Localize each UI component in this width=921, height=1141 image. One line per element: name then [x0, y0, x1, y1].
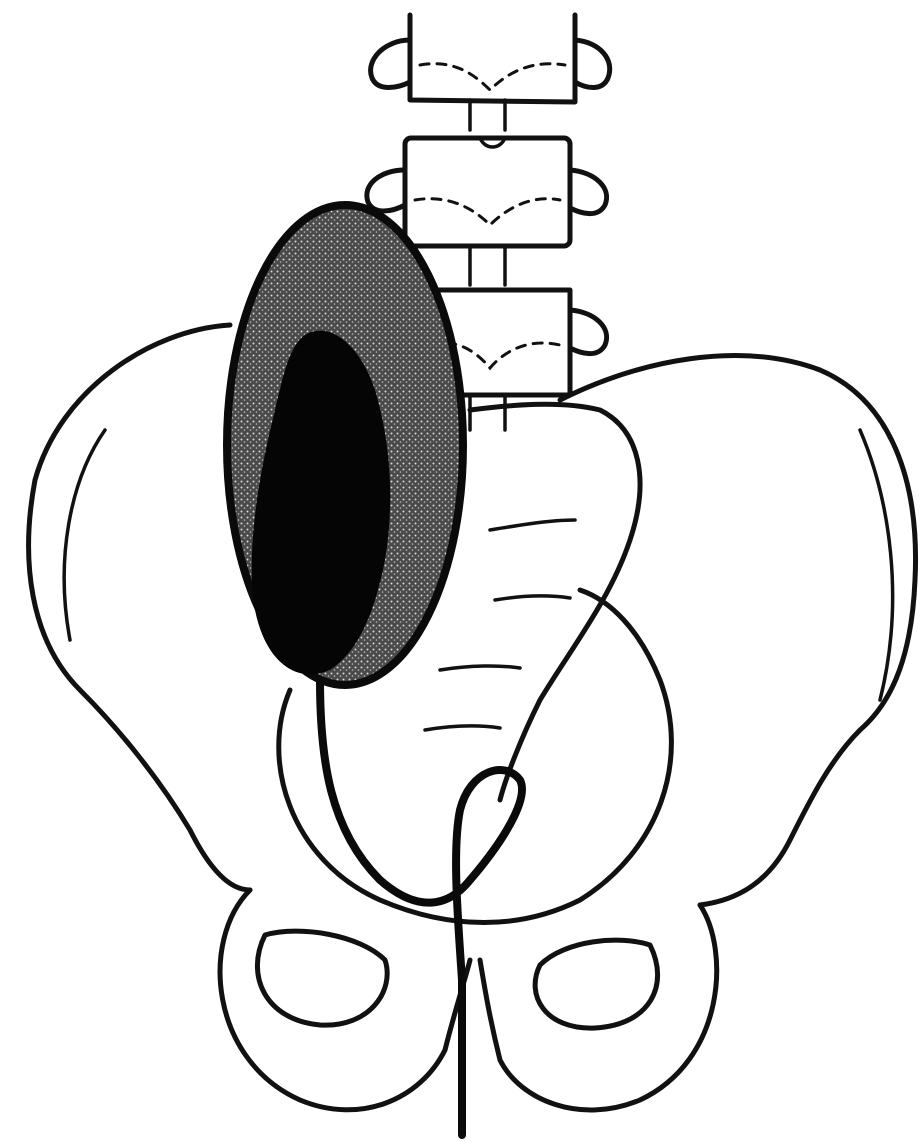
- left-obturator-foramen: [257, 931, 387, 1025]
- ureter: [320, 680, 522, 1135]
- sacrum: [470, 404, 640, 800]
- pubic-arch: [220, 890, 470, 1110]
- pelvis: [29, 325, 916, 1110]
- right-obturator-foramen: [535, 940, 657, 1028]
- left-ilium: [29, 325, 250, 890]
- vertebra-upper: [371, 15, 610, 130]
- kidney: [227, 205, 463, 685]
